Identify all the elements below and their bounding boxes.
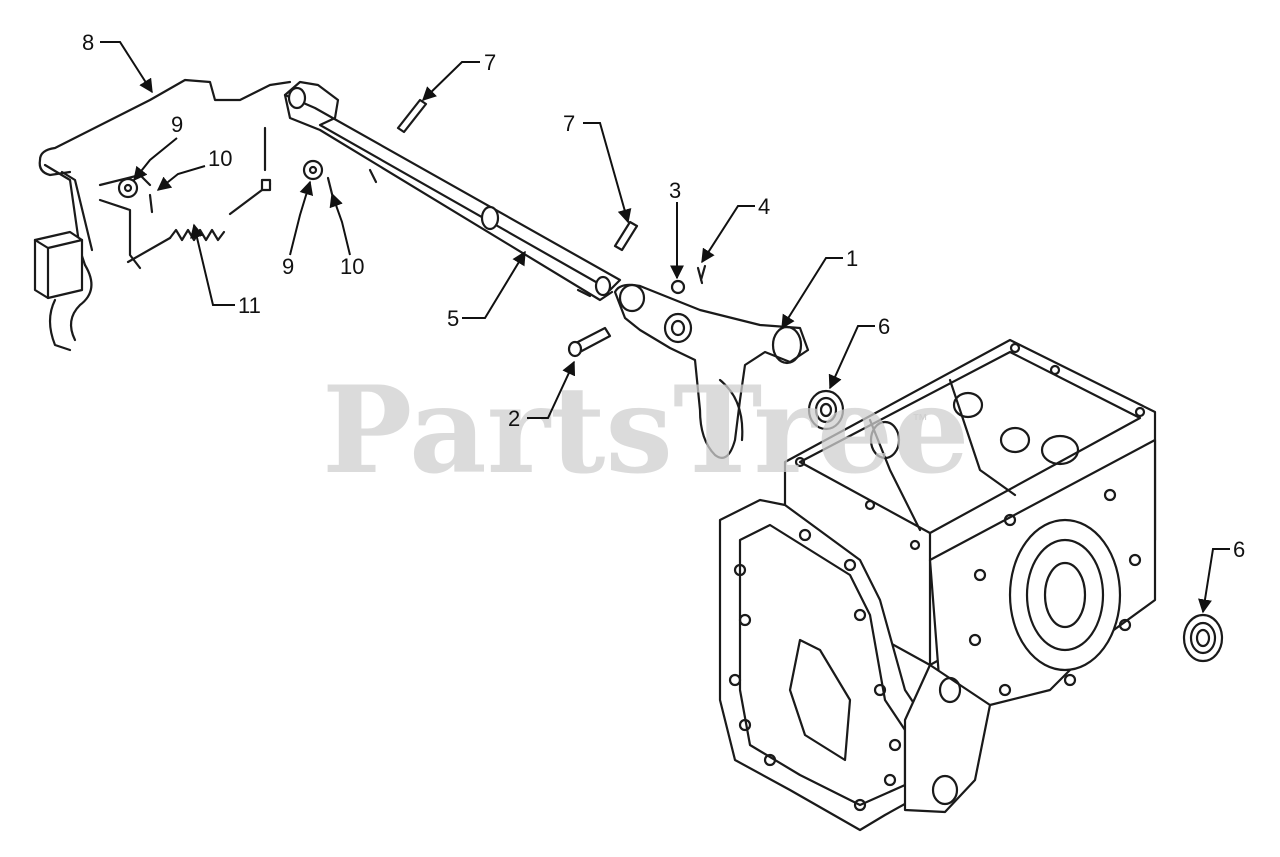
oil-seal-outer [1182,613,1224,663]
hairpin-clip-right [326,176,334,196]
washer-right [302,159,324,181]
callout-2: 2 [508,406,520,431]
svg-text:™: ™ [912,412,928,429]
retaining-ring [670,279,686,295]
callout-7b: 7 [563,111,575,136]
svg-text:PartsTree: PartsTree [322,360,969,501]
callout-5: 5 [447,306,459,331]
callout-1: 1 [846,246,858,271]
callout-10b: 10 [340,254,364,279]
callout-10a: 10 [208,146,232,171]
roll-pin-upper [396,98,428,134]
callout-8: 8 [82,30,94,55]
callout-7a: 7 [484,50,496,75]
callout-11: 11 [238,293,261,318]
watermark: PartsTree ™ [322,360,969,501]
leader-lines [100,41,1230,614]
callout-4: 4 [758,194,770,219]
washer-left [117,177,139,199]
return-spring [126,178,272,264]
callout-9a: 9 [171,112,183,137]
transmission-housing [718,338,1157,832]
callout-9b: 9 [282,254,294,279]
pedal-lever-assembly [33,78,292,352]
clevis-pin [567,326,612,358]
hairpin-clip-left [148,193,154,214]
callout-6a: 6 [878,314,890,339]
oil-seal-inner [807,389,845,431]
callout-labels: 8 7 7 9 10 9 10 11 5 3 4 1 6 2 6 [82,30,1245,562]
shift-shaft [263,80,622,302]
callout-6b: 6 [1233,537,1245,562]
cotter-pin [696,264,707,285]
roll-pin-lower [613,220,639,252]
callout-3: 3 [669,178,681,203]
